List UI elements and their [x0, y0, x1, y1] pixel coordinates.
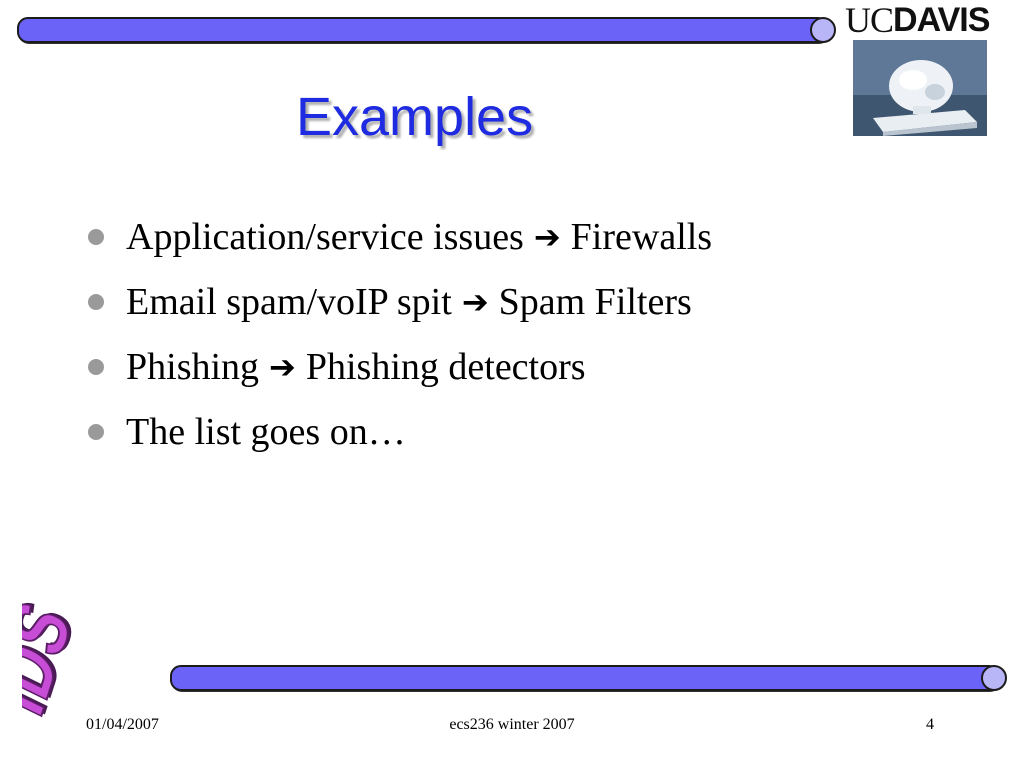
campus-photo — [853, 40, 987, 136]
slide-title: Examples — [296, 87, 534, 147]
bullet-result: Firewalls — [570, 215, 713, 258]
bullet-dot-icon — [88, 228, 104, 245]
bottom-decorative-bar — [170, 665, 1000, 691]
bullet-text: The list goes on… — [126, 410, 406, 453]
footer-page-number: 4 — [926, 716, 934, 733]
bullet-item-phishing-detectors: Phishing ➔ Phishing detectors — [88, 334, 712, 399]
logo-davis-text: DAVIS — [893, 1, 990, 39]
bullet-item-spam-filters: Email spam/voIP spit ➔ Spam Filters — [88, 269, 712, 334]
bullet-text: Application/service issues — [126, 215, 524, 258]
bullet-dot-icon — [88, 293, 104, 310]
bullet-dot-icon — [88, 423, 104, 440]
right-arrow-icon: ➔ — [269, 347, 296, 386]
right-arrow-icon: ➔ — [533, 217, 561, 256]
bullet-text: Email spam/voIP spit — [126, 280, 452, 323]
bullet-dot-icon — [88, 358, 104, 375]
footer-course: ecs236 winter 2007 — [449, 716, 575, 733]
bottom-bar-knob — [981, 665, 1007, 691]
footer-date: 01/04/2007 — [86, 716, 159, 733]
ids-logo: IDS IDS — [0, 587, 132, 729]
right-arrow-icon: ➔ — [461, 282, 489, 321]
bullet-list: Application/service issues ➔ Firewalls E… — [88, 204, 712, 464]
bullet-item-firewalls: Application/service issues ➔ Firewalls — [88, 204, 712, 269]
bullet-result: Spam Filters — [498, 280, 692, 323]
bullet-item-list-goes-on: The list goes on… — [88, 399, 712, 464]
top-bar-knob — [810, 17, 836, 43]
bullet-text: Phishing — [126, 345, 260, 388]
top-decorative-bar — [17, 17, 829, 43]
bullet-result: Phishing detectors — [305, 345, 586, 388]
logo-uc-text: UC — [845, 0, 894, 40]
